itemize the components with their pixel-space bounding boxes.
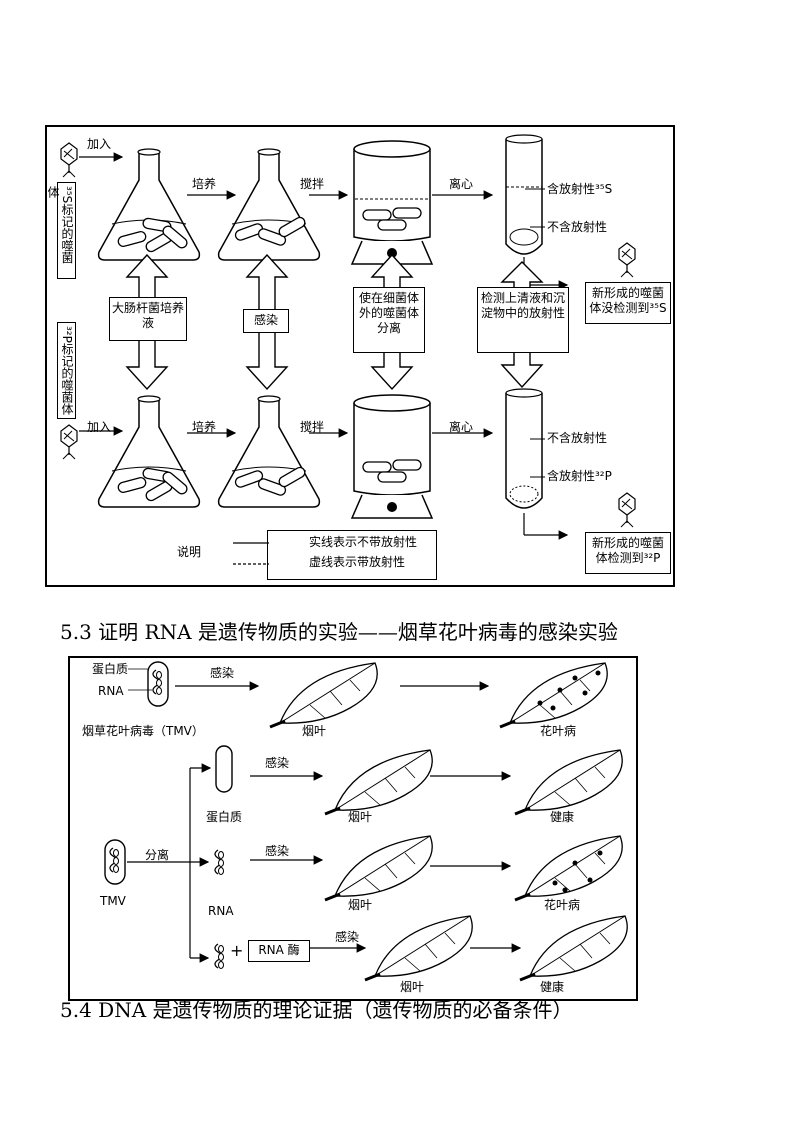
protein-part-label: 蛋白质	[206, 810, 243, 824]
top-tube-lower-label: 不含放射性	[547, 220, 608, 234]
leaf-label: 烟叶	[302, 724, 327, 738]
tmv-full-label: 烟草花叶病毒（TMV）	[82, 724, 204, 738]
leaf-icon	[323, 834, 434, 902]
blender-icon	[351, 140, 433, 265]
flask-icon	[217, 148, 321, 261]
centrifuge-label: 离心	[449, 177, 474, 191]
result-p-box: 新形成的噬菌体检测到³²P	[585, 532, 671, 574]
infect-box: 感染	[243, 309, 289, 333]
phage-icon	[618, 242, 636, 278]
mosaic-leaf-icon	[513, 834, 624, 902]
separate-box: 使在细菌体外的噬菌体分离	[353, 287, 425, 353]
healthy-label: 健康	[540, 980, 565, 994]
rna-icon	[214, 943, 225, 970]
phage-icon	[618, 492, 636, 528]
result-s-box: 新形成的噬菌体没检测到³⁵S	[585, 282, 671, 324]
culture-label: 培养	[192, 420, 217, 434]
plus-sign: +	[230, 941, 244, 960]
tmv-experiment-figure: 蛋白质 RNA 烟草花叶病毒（TMV） 感染 烟叶 花叶病 感染 蛋白质 烟叶 …	[68, 656, 638, 1001]
legend-title: 说明	[177, 545, 202, 559]
healthy-leaf-icon	[518, 914, 629, 982]
centrifuge-label: 离心	[449, 420, 474, 434]
separate-label: 分离	[145, 848, 170, 862]
section-heading-5-4: 5.4 DNA 是遗传物质的理论证据（遗传物质的必备条件）	[60, 998, 573, 1022]
bottom-tube-lower-label: 含放射性³²P	[547, 469, 612, 483]
ecoli-medium-box: 大肠杆菌培养液	[109, 297, 187, 341]
infect-label: 感染	[265, 756, 290, 770]
mosaic-label: 花叶病	[544, 898, 581, 912]
leaf-label: 烟叶	[348, 898, 373, 912]
infect-label: 感染	[210, 666, 235, 680]
phage-icon	[60, 424, 78, 460]
leaf-icon	[363, 914, 474, 982]
legend-solid-label: 实线表示不带放射性	[309, 535, 418, 549]
tmv-label: TMV	[100, 894, 126, 908]
add-label: 加入	[87, 420, 112, 434]
infect-label: 感染	[335, 930, 360, 944]
rna-part-label: RNA	[208, 904, 234, 918]
stir-label: 搅拌	[300, 420, 325, 434]
rna-label: RNA	[98, 684, 124, 698]
rnase-box: RNA 酶	[248, 940, 310, 962]
healthy-leaf-icon	[513, 748, 624, 816]
leaf-label: 烟叶	[348, 810, 373, 824]
infect-label: 感染	[265, 844, 290, 858]
top-tube-upper-label: 含放射性³⁵S	[547, 182, 613, 196]
phage-experiment-figure: 加入 加入 ³⁵S标记的噬菌体 ³²P标记的噬菌体 培养 培养 搅拌 搅拌 离心…	[45, 125, 675, 587]
rna-icon	[214, 849, 225, 876]
blender-icon	[351, 394, 433, 519]
bottom-tube-upper-label: 不含放射性	[547, 431, 608, 445]
healthy-label: 健康	[550, 810, 575, 824]
leaf-icon	[268, 661, 379, 729]
stir-label: 搅拌	[300, 177, 325, 191]
mosaic-leaf-icon	[498, 661, 609, 729]
protein-label: 蛋白质	[92, 662, 129, 676]
leaf-label: 烟叶	[400, 980, 425, 994]
legend-dashed-label: 虚线表示带放射性	[309, 555, 406, 569]
detect-box: 检测上清液和沉淀物中的放射性	[477, 287, 569, 353]
phage-s-label: ³⁵S标记的噬菌体	[46, 182, 76, 279]
section-heading-5-3: 5.3 证明 RNA 是遗传物质的实验——烟草花叶病毒的感染实验	[60, 620, 618, 644]
legend-box	[267, 530, 437, 580]
phage-icon	[60, 142, 78, 178]
phage-p-label: ³²P标记的噬菌体	[57, 322, 76, 419]
leaf-icon	[323, 748, 434, 816]
mosaic-label: 花叶病	[540, 724, 577, 738]
add-label: 加入	[87, 137, 112, 151]
tmv-experiment-drawing	[104, 661, 629, 982]
culture-label: 培养	[192, 177, 217, 191]
